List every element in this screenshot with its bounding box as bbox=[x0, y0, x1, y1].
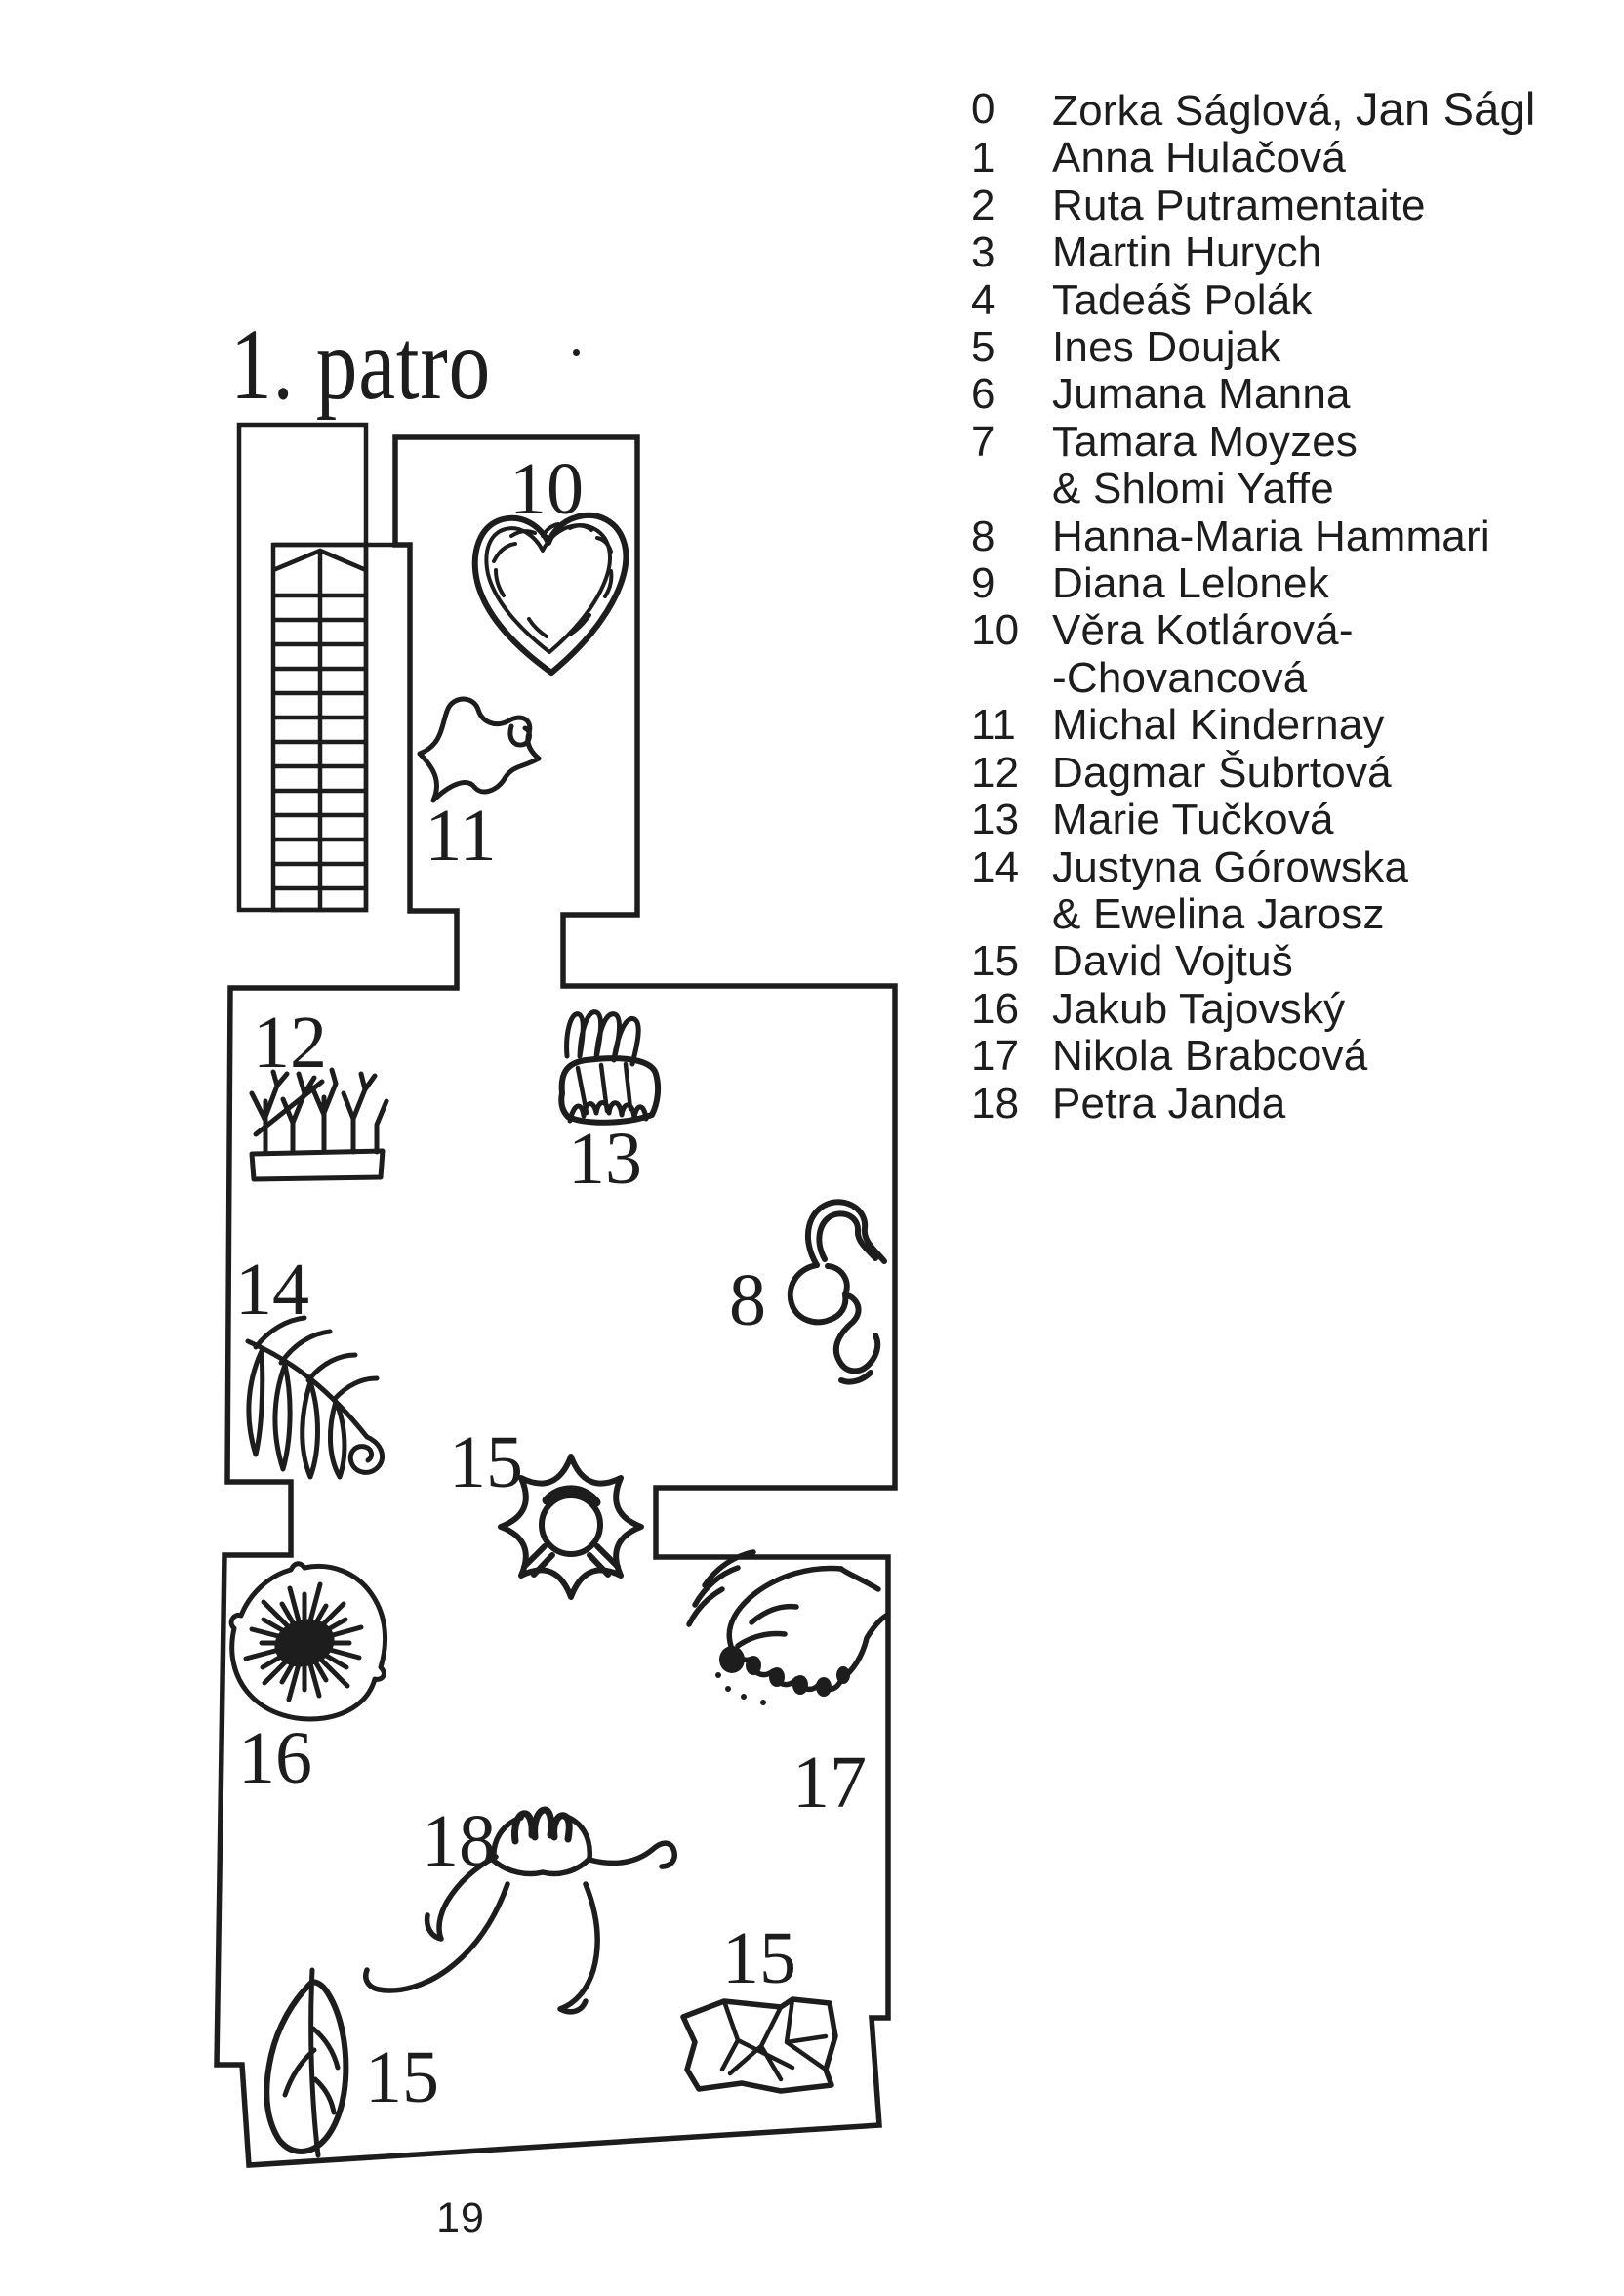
room-label-15-left: 15 bbox=[365, 2036, 439, 2118]
legend-number: 5 bbox=[971, 323, 995, 372]
room-label-17: 17 bbox=[792, 1742, 867, 1824]
legend-row-1: 1 Anna Hulačová bbox=[971, 134, 1557, 183]
legend-number: 12 bbox=[971, 748, 1020, 797]
legend-artist-name: Jumana Manna bbox=[1052, 370, 1351, 419]
artist-legend: 0 Zorka Ságlová,Jan Ságl 1 Anna Hulačová… bbox=[971, 83, 1557, 1128]
scribble-sketch bbox=[558, 1009, 662, 1126]
legend-artist-name: Dagmar Šubrtová bbox=[1052, 748, 1392, 797]
legend-number: 8 bbox=[971, 512, 995, 560]
room-labels: 10 11 12 13 14 8 15 16 17 18 15 15 bbox=[235, 448, 867, 2118]
room-label-16: 16 bbox=[238, 1717, 312, 1799]
legend-number: 3 bbox=[971, 228, 995, 277]
legend-number: 2 bbox=[971, 181, 995, 229]
legend-row-16: 16 Jakub Tajovský bbox=[971, 984, 1557, 1033]
legend-artist-name: Ines Doujak bbox=[1052, 323, 1281, 372]
room-label-12: 12 bbox=[253, 1002, 327, 1084]
fern-sketch bbox=[245, 1315, 385, 1480]
legend-number: 4 bbox=[971, 275, 995, 324]
legend-row-9: 9 Diana Lelonek bbox=[971, 559, 1557, 608]
legend-artist-name: Ruta Putramentaite bbox=[1052, 181, 1426, 229]
legend-row-11: 11 Michal Kindernay bbox=[971, 701, 1557, 750]
legend-row-13: 13 Marie Tučková bbox=[971, 796, 1557, 844]
legend-row-10: 10 Věra Kotlárová- -Chovancová bbox=[971, 607, 1557, 702]
heart-sketch bbox=[471, 512, 629, 676]
legend-number: 13 bbox=[971, 796, 1020, 844]
legend-row-4: 4 Tadeáš Polák bbox=[971, 275, 1557, 324]
legend-number: 6 bbox=[971, 370, 995, 419]
legend-row-17: 17 Nikola Brabcová bbox=[971, 1032, 1557, 1081]
page-number: 19 bbox=[436, 2194, 485, 2241]
legend-row-12: 12 Dagmar Šubrtová bbox=[971, 748, 1557, 797]
legend-artist-name: Tamara Moyzes & Shlomi Yaffe bbox=[1052, 417, 1359, 513]
crumpled-paper-sketch bbox=[680, 1996, 838, 2094]
legend-row-14: 14 Justyna Górowska & Ewelina Jarosz bbox=[971, 842, 1557, 939]
legend-number: 14 bbox=[971, 842, 1020, 891]
legend-number: 15 bbox=[971, 937, 1020, 986]
legend-row-7: 7 Tamara Moyzes & Shlomi Yaffe bbox=[971, 417, 1557, 513]
legend-number: 16 bbox=[971, 984, 1020, 1033]
room-label-14: 14 bbox=[235, 1249, 309, 1331]
page-title: 1. patro bbox=[230, 308, 492, 421]
legend-number: 11 bbox=[971, 701, 1017, 750]
stray-ink-dot bbox=[573, 349, 580, 356]
legend-number: 1 bbox=[971, 134, 995, 183]
legend-artist-name: Nikola Brabcová bbox=[1052, 1032, 1368, 1081]
legend-artist-name: Jakub Tajovský bbox=[1052, 984, 1346, 1033]
legend-number: 17 bbox=[971, 1032, 1020, 1081]
legend-artist-name: Hanna-Maria Hammari bbox=[1052, 512, 1490, 560]
legend-number: 7 bbox=[971, 417, 995, 466]
star-web-sketch bbox=[498, 1454, 644, 1600]
legend-row-5: 5 Ines Doujak bbox=[971, 323, 1557, 372]
hand-nails bbox=[715, 1646, 850, 1705]
legend-artist-name: Diana Lelonek bbox=[1052, 559, 1329, 608]
legend-artist-name: Martin Hurych bbox=[1052, 228, 1322, 277]
trees-sketch bbox=[249, 1067, 389, 1182]
room-label-18: 18 bbox=[422, 1800, 496, 1882]
room-label-15-center: 15 bbox=[449, 1421, 523, 1503]
staircase bbox=[236, 422, 410, 913]
legend-row-15: 15 David Vojtuš bbox=[971, 937, 1557, 986]
legend-row-8: 8 Hanna-Maria Hammari bbox=[971, 512, 1557, 560]
building-walls bbox=[214, 434, 898, 2168]
leaf-sketch bbox=[264, 1967, 349, 2158]
room-label-11: 11 bbox=[425, 795, 496, 877]
legend-artist-name: Zorka Ságlová,Jan Ságl bbox=[1052, 83, 1536, 135]
legend-artist-name: Justyna Górowska & Ewelina Jarosz bbox=[1052, 842, 1409, 938]
jellyfish-sketch bbox=[363, 1806, 677, 2015]
legend-artist-name: David Vojtuš bbox=[1052, 937, 1293, 986]
ribbon-sketch bbox=[787, 1199, 887, 1385]
legend-artist-name: Petra Janda bbox=[1052, 1079, 1286, 1128]
legend-artist-name: Tadeáš Polák bbox=[1052, 275, 1313, 324]
legend-number: 0 bbox=[971, 85, 995, 133]
legend-number: 18 bbox=[971, 1079, 1020, 1128]
stair-direction-arrow bbox=[272, 548, 367, 573]
legend-artist-name: Michal Kindernay bbox=[1052, 701, 1385, 750]
legend-row-3: 3 Martin Hurych bbox=[971, 228, 1557, 277]
urchin-sketch bbox=[228, 1561, 388, 1722]
legend-row-18: 18 Petra Janda bbox=[971, 1079, 1557, 1128]
room-label-15-right: 15 bbox=[722, 1917, 796, 1999]
legend-number: 9 bbox=[971, 559, 995, 608]
hand-sketch bbox=[686, 1549, 889, 1705]
legend-row-2: 2 Ruta Putramentaite bbox=[971, 181, 1557, 229]
room-label-10: 10 bbox=[509, 448, 584, 530]
bird-sketch bbox=[417, 696, 542, 803]
legend-artist-name: Anna Hulačová bbox=[1052, 134, 1347, 183]
legend-artist-name: Marie Tučková bbox=[1052, 796, 1334, 844]
motion-arcs bbox=[686, 1549, 756, 1627]
legend-artist-name: Věra Kotlárová- -Chovancová bbox=[1052, 606, 1354, 702]
legend-row-0: 0 Zorka Ságlová,Jan Ságl bbox=[971, 83, 1557, 135]
legend-row-6: 6 Jumana Manna bbox=[971, 370, 1557, 419]
room-label-8: 8 bbox=[729, 1259, 766, 1341]
room-label-13: 13 bbox=[568, 1118, 642, 1200]
legend-number: 10 bbox=[971, 606, 1020, 655]
